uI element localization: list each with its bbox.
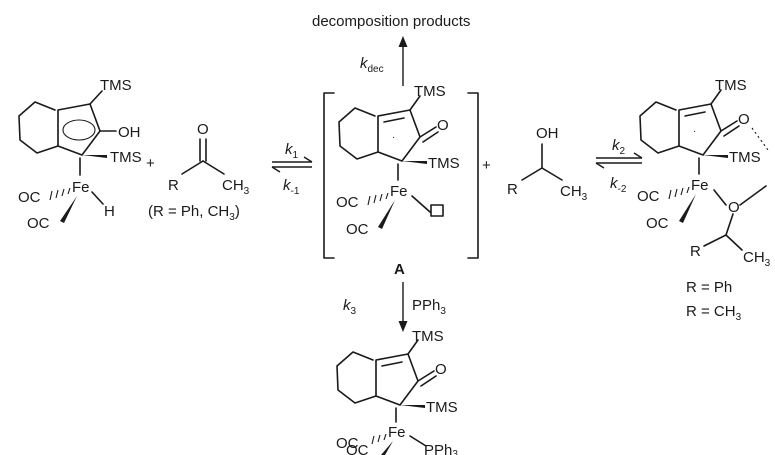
alcohol-oh-label: OH xyxy=(536,125,559,142)
km2-arrowhead xyxy=(595,162,605,169)
ketone-o-label: O xyxy=(197,121,209,138)
svg-text:kdec: kdec xyxy=(360,55,384,75)
intermediate-a: · TMS O TMS Fe OC OC A xyxy=(323,83,479,278)
oh-label: OH xyxy=(118,124,141,141)
tms-label-1a: TMS xyxy=(100,77,132,94)
fe-label-p: Fe xyxy=(691,177,709,194)
decomposition-label: decomposition products xyxy=(312,13,470,30)
alcohol: OH R CH3 xyxy=(507,125,588,203)
ketone-r-label: R xyxy=(168,177,179,194)
pph3-reagent-label: PPh3 xyxy=(412,297,446,317)
o-label-a: O xyxy=(437,117,449,134)
ketone: O R CH3 (R = Ph, CH3) xyxy=(148,121,250,223)
co-label-1a: OC xyxy=(18,189,41,206)
intermediate-label: A xyxy=(394,261,405,278)
alcohol-ch3-label: CH3 xyxy=(560,183,588,203)
o-label-p2: O xyxy=(728,199,740,216)
k3-arrowhead xyxy=(398,321,408,332)
tms-label-1b: TMS xyxy=(110,149,142,166)
a-charge: · xyxy=(392,132,395,143)
tms-label-a1: TMS xyxy=(414,83,446,100)
co-label-p2: OC xyxy=(646,215,669,232)
co-label-b2: OC xyxy=(346,442,369,455)
h-bonded-complex: · TMS O TMS Fe OC OC O R CH3 R = Ph R = … xyxy=(637,77,771,323)
pph3-ligand-label: PPh3 xyxy=(424,442,458,455)
product-ch3-label: CH3 xyxy=(743,249,771,269)
km2-label: k-2 xyxy=(610,175,627,195)
tms-label-a2: TMS xyxy=(428,155,460,172)
product-charge: · xyxy=(693,126,696,137)
k3-label: k3 xyxy=(343,297,357,317)
tms-label-b2: TMS xyxy=(426,399,458,416)
co-label-b1: OC xyxy=(336,435,359,452)
decomposition-arrowhead xyxy=(398,36,408,47)
k2-label: k2 xyxy=(612,137,626,157)
o-label-b: O xyxy=(435,361,447,378)
r-ph-label: R = Ph xyxy=(686,279,732,296)
kdec-label: kdec xyxy=(360,55,384,75)
co-label-1b: OC xyxy=(27,215,50,232)
k1-label: k1 xyxy=(285,141,299,161)
fe-label-1: Fe xyxy=(72,179,90,196)
o-label-p: O xyxy=(738,111,750,128)
fe-hydride-complex: TMS OH TMS Fe OC OC H xyxy=(18,77,142,232)
plus-2: + xyxy=(482,157,491,174)
h-label: H xyxy=(104,203,115,220)
k2-arrowhead xyxy=(633,152,643,159)
fe-label-b: Fe xyxy=(388,424,406,441)
fe-label-a: Fe xyxy=(390,183,408,200)
tms-label-p2: TMS xyxy=(729,149,761,166)
co-label-p1: OC xyxy=(637,188,660,205)
tms-label-b1: TMS xyxy=(412,328,444,345)
ketone-ch3-label: CH3 xyxy=(222,177,250,197)
k1-arrowhead xyxy=(303,156,313,163)
tms-label-p1: TMS xyxy=(715,77,747,94)
pph3-complex: TMS O TMS Fe OC OC PPh3 xyxy=(336,328,458,455)
km1-label: k-1 xyxy=(283,177,300,197)
r-definition: (R = Ph, CH3) xyxy=(148,203,240,223)
product-r-label: R xyxy=(690,243,701,260)
co-label-a1: OC xyxy=(336,194,359,211)
km1-arrowhead xyxy=(271,166,281,173)
r-ch3-label: R = CH3 xyxy=(686,303,742,323)
alcohol-r-label: R xyxy=(507,181,518,198)
co-label-a2: OC xyxy=(346,221,369,238)
plus-1: + xyxy=(146,155,155,172)
